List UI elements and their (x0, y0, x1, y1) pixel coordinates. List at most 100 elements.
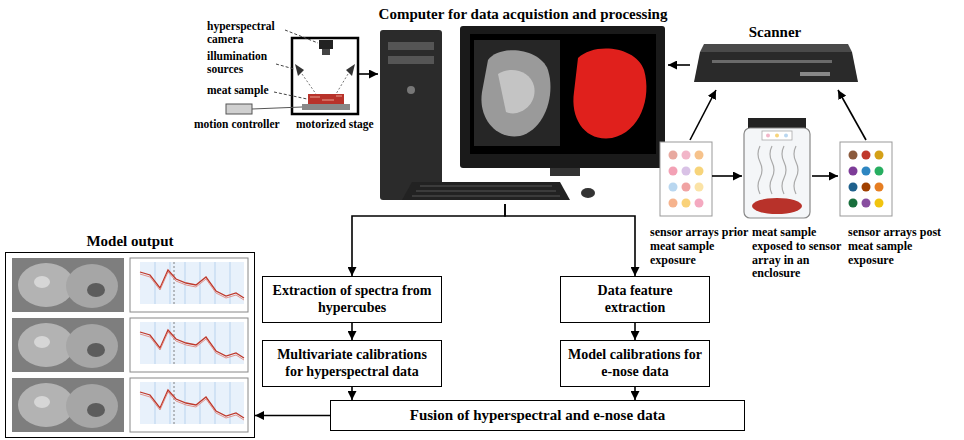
flow-arrow (352, 204, 505, 276)
sensor-arrays-part (840, 142, 892, 216)
imaging-chamber-part (358, 73, 378, 75)
sensor-arrays-part (695, 199, 704, 208)
scanner-illustration-part (800, 72, 830, 76)
flow-arrow (255, 415, 330, 417)
box-text: Extraction of spectra from hypercubes (269, 283, 435, 316)
sensor-arrays-part (744, 128, 810, 218)
box-text: Model calibrations for e-nose data (567, 347, 703, 380)
sensor-arrays-part (682, 199, 691, 208)
computer-illustration-part (581, 188, 595, 198)
computer-illustration-part (550, 168, 580, 176)
computer-illustration-part (412, 186, 560, 196)
computer-illustration-part (474, 40, 560, 146)
flow-arrow (668, 64, 690, 66)
part-label: motorized stage (296, 118, 376, 131)
sensor-arrays-part (862, 183, 871, 192)
sensor-arrays-part (862, 167, 871, 176)
computer-illustration-part (407, 86, 415, 94)
imaging-chamber-part (226, 104, 252, 114)
part-label: sensor arrays post meat sample exposure (848, 226, 958, 267)
process-box: Model calibrations for e-nose data (560, 340, 710, 387)
flow-arrow (351, 323, 353, 340)
sensor-arrays-part (875, 183, 884, 192)
computer-illustration-part (388, 56, 434, 64)
sensor-arrays-part (770, 146, 774, 194)
model-output-plots-part (12, 378, 248, 432)
sensor-arrays-part (682, 183, 691, 192)
sensor-arrays-part (782, 146, 786, 194)
box-text: Data feature extraction (567, 283, 703, 316)
flow-arrow (634, 323, 636, 340)
sensor-arrays-part (682, 167, 691, 176)
part-label: meat sample (207, 84, 289, 97)
sensor-arrays-part (712, 175, 742, 177)
computer-illustration-part (402, 182, 570, 200)
flow-arrow (351, 387, 353, 400)
computer-illustration-part (565, 40, 653, 146)
model-output-box: Model output (5, 252, 255, 438)
model-output-plots (12, 258, 248, 432)
sensor-arrays-part (849, 151, 858, 160)
node-heading: Computer for data acquistion and process… (379, 6, 668, 23)
scanner-illustration-part (694, 52, 858, 82)
computer-illustration-part (460, 26, 665, 168)
computer-node: Computer for data acquistion and process… (378, 26, 668, 204)
sensor-arrays-part (849, 199, 858, 208)
flow-arrow (634, 387, 636, 400)
imaging-chamber-part (319, 40, 333, 49)
sensor-arrays-part (766, 134, 770, 138)
sensor-arrays-part (862, 199, 871, 208)
sensor-arrays-part (762, 131, 792, 140)
sensor-arrays-part (875, 199, 884, 208)
flow-arrow (505, 204, 635, 276)
sensor-arrays-part (875, 151, 884, 160)
sensor-arrays-part (849, 167, 858, 176)
sensor-arrays-part (669, 151, 678, 160)
imaging-chamber-part (274, 92, 307, 99)
sensor-arrays-part (862, 151, 871, 160)
computer-illustration-part (470, 34, 656, 154)
sensor-arrays-part (669, 199, 678, 208)
imaging-chamber-part (285, 30, 318, 43)
sensor-arrays-part (748, 118, 806, 128)
imaging-chamber-part (292, 38, 358, 114)
sensor-arrays-part (875, 167, 884, 176)
sensor-arrays-part (752, 198, 802, 214)
imaging-chamber-part (310, 96, 342, 100)
process-box: Multivariate calibrations for hyperspect… (262, 340, 442, 387)
computer-illustration-part (573, 48, 646, 138)
sensor-arrays-part (794, 146, 798, 194)
process-box: Extraction of spectra from hypercubes (262, 276, 442, 323)
model-output-plots-part (12, 318, 248, 372)
sensor-arrays (660, 90, 892, 218)
sensor-arrays-part (775, 134, 779, 138)
part-label: sensor arrays prior meat sample exposure (650, 226, 750, 267)
sensor-arrays-part (669, 167, 678, 176)
node-heading: Scanner (749, 24, 802, 41)
computer-illustration-part (481, 50, 550, 136)
imaging-chamber-part (322, 49, 330, 55)
sensor-arrays-part (695, 151, 704, 160)
box-text: Multivariate calibrations for hyperspect… (269, 347, 435, 380)
scanner-illustration-part (712, 60, 832, 63)
sensor-arrays-part (812, 175, 838, 177)
imaging-chamber-part (336, 74, 348, 94)
part-label: illumination sources (207, 50, 289, 76)
sensor-arrays-part (695, 183, 704, 192)
sensor-arrays-part (758, 146, 762, 194)
scanner-illustration (694, 44, 858, 82)
computer-illustration (380, 26, 665, 200)
box-text: Fusion of hyperspectral and e-nose data (337, 407, 738, 425)
imaging-chamber (226, 30, 378, 114)
computer-illustration-part (388, 42, 434, 50)
sensor-arrays-part (849, 183, 858, 192)
scanner-illustration-part (700, 44, 852, 52)
computer-illustration-part (380, 30, 442, 200)
model-output-plots-part (12, 258, 248, 312)
sensor-arrays-part (660, 142, 712, 216)
process-box: Data feature extraction (560, 276, 710, 323)
sensor-arrays-part (682, 151, 691, 160)
imaging-chamber-part (252, 107, 302, 109)
